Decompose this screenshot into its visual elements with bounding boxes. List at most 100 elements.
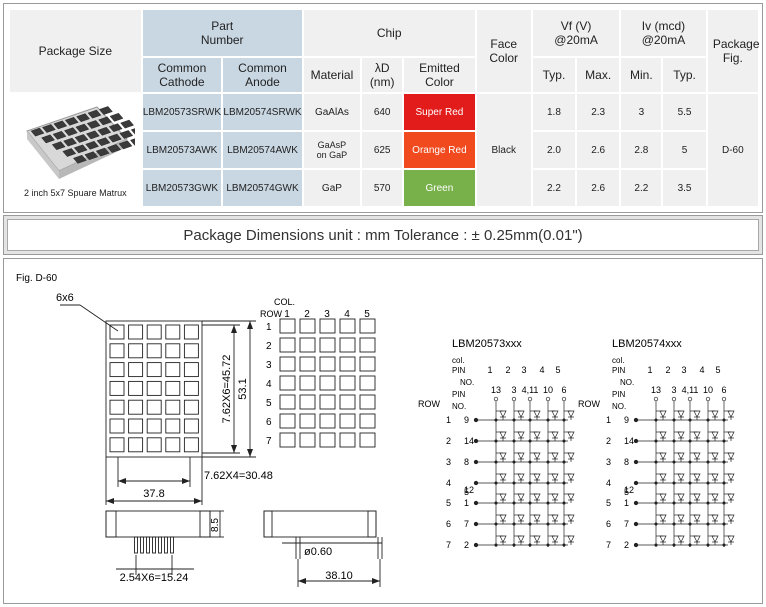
matrix-dot [62, 148, 77, 157]
matrix-dot [63, 137, 78, 147]
circuit-pin-word: PIN [612, 366, 626, 375]
front-dot-cell [146, 437, 162, 453]
matrix-dot [84, 151, 99, 161]
matrix-dot [120, 119, 135, 129]
header-package-size: Package Size [10, 10, 141, 92]
grid-cell [339, 394, 356, 410]
circuit-col-number: 2 [665, 365, 670, 375]
circuit-col-number: 4 [539, 365, 544, 375]
front-view-body [105, 320, 203, 458]
iv-min-2: 2.8 [621, 132, 662, 168]
iv-min-1: 3 [621, 94, 662, 130]
header-vf-typ: Typ. [532, 58, 576, 92]
front-dot-cell [146, 380, 162, 396]
matrix-dot [99, 106, 114, 115]
cathode-part-3: LBM20573GWK [142, 170, 222, 206]
grid-col-number: 3 [324, 309, 330, 320]
circuit-row-number: 7 [606, 540, 611, 550]
spec-table: Package Size Part Number Chip Face Color… [8, 8, 760, 208]
circuit-col-pin: 10 [543, 385, 553, 395]
bottom-pin [164, 536, 168, 554]
dot-size-label: 6x6 [56, 292, 74, 304]
front-dot-cell [109, 380, 125, 396]
front-dot-cell [109, 324, 125, 340]
material-2: GaAsP on GaP [303, 132, 361, 168]
matrix-dot [52, 141, 66, 151]
dim-depth: 8.5 [210, 518, 221, 532]
circuit-row-pin: 1 [464, 498, 469, 508]
section-title: Package Dimensions unit : mm Tolerance :… [7, 219, 759, 251]
matrix-dot [119, 130, 134, 139]
header-iv-typ: Typ. [663, 58, 706, 92]
matrix-dot [131, 126, 145, 136]
material-3: GaP [303, 170, 361, 206]
grid-cell [339, 337, 356, 353]
circuit-row-pin-extra: 5 [464, 487, 469, 497]
grid-col-label: COL. [274, 297, 295, 307]
vf-max-3: 2.6 [577, 170, 620, 206]
matrix-dot [65, 116, 79, 126]
circuit-row-label: ROW [578, 399, 601, 409]
circuit-title: LBM20573xxx [452, 338, 522, 350]
circuit-col-number: 3 [521, 365, 526, 375]
circuit-row-pin: 8 [464, 457, 469, 467]
bottom-pin [140, 536, 144, 554]
front-dot-cell [165, 418, 181, 434]
matrix-dot [87, 109, 102, 119]
circuit-col-number: 4 [699, 365, 704, 375]
circuit-row-pin: 12 [464, 485, 474, 495]
dim-height-outer: 53.1 [237, 378, 249, 399]
anode-part-3: LBM20574GWK [223, 170, 302, 206]
dim-pin-diameter: ø0.60 [304, 546, 332, 558]
header-package-fig: Package Fig. [707, 10, 760, 92]
circuit-row-number: 2 [446, 436, 451, 446]
circuit-row-number: 7 [446, 540, 451, 550]
grid-col-number: 1 [284, 309, 290, 320]
header-vf-max: Max. [577, 58, 620, 92]
front-dot-cell [128, 437, 144, 453]
circuit-row-pin: 14 [464, 436, 474, 446]
matrix-dot [130, 136, 145, 146]
grid-cell [339, 432, 356, 448]
header-chip: Chip [303, 10, 475, 56]
grid-cell [279, 432, 296, 448]
circuit-row-number: 6 [446, 519, 451, 529]
circuit-col-pin: 13 [491, 385, 501, 395]
header-vf: Vf (V) @20mA [532, 10, 620, 56]
circuit-col-number: 1 [647, 365, 652, 375]
cathode-part-1: LBM20573SRWK [142, 94, 222, 130]
grid-cell [319, 394, 336, 410]
grid-cell [299, 337, 316, 353]
front-dot-cell [109, 343, 125, 359]
package-fig-value: D-60 [707, 94, 758, 206]
header-part-number: Part Number [142, 10, 302, 56]
front-dot-cell [165, 343, 181, 359]
grid-cell [299, 356, 316, 372]
circuit-no-word: NO. [612, 402, 626, 411]
matrix-dot [73, 154, 88, 164]
circuit-row-number: 1 [446, 415, 451, 425]
circuit-pin-word: PIN [612, 390, 626, 399]
vf-typ-3: 2.2 [532, 170, 576, 206]
circuit-col-number: 3 [681, 365, 686, 375]
iv-typ-1: 5.5 [663, 94, 706, 130]
grid-cell [359, 432, 376, 448]
circuit-row-number: 2 [606, 436, 611, 446]
circuit-row-number: 3 [606, 457, 611, 467]
emitted-color-1: Super Red [404, 94, 475, 130]
circuit-row-number: 5 [446, 498, 451, 508]
front-dot-cell [128, 343, 144, 359]
wavelength-1: 640 [362, 94, 403, 130]
grid-cell [339, 356, 356, 372]
front-dot-cell [183, 380, 199, 396]
circuit-col-pin: 4,11 [682, 385, 699, 395]
circuit-no-word: NO. [620, 378, 634, 387]
grid-cell [299, 413, 316, 429]
material-1: GaAlAs [303, 94, 361, 130]
circuit-no-word: NO. [460, 378, 474, 387]
circuit-row-label: ROW [418, 399, 441, 409]
matrix-dot [52, 130, 67, 140]
front-dot-cell [183, 437, 199, 453]
matrix-dot [118, 140, 133, 150]
